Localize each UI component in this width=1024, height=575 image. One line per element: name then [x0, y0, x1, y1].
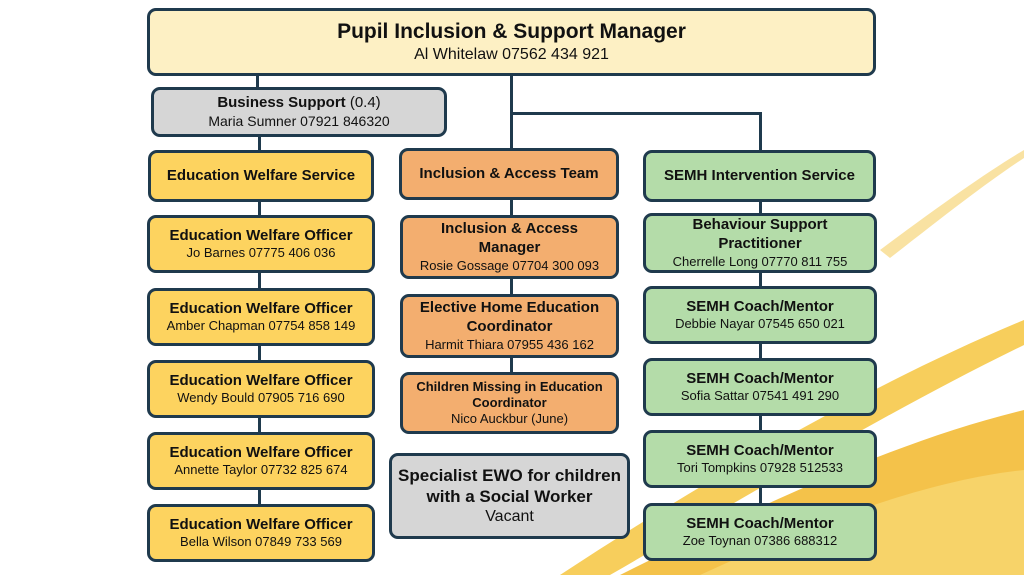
- manager-box: Pupil Inclusion & Support Manager Al Whi…: [147, 8, 876, 76]
- specialist-ewo-person: Vacant: [485, 508, 534, 526]
- semh-item: SEMH Coach/Mentor Sofia Sattar 07541 491…: [643, 358, 877, 416]
- connector-line: [759, 112, 762, 152]
- ews-item-title: Education Welfare Officer: [169, 299, 353, 317]
- semh-item-person: Tori Tompkins 07928 512533: [677, 460, 843, 476]
- connector-line: [510, 200, 513, 380]
- connector-line: [256, 74, 259, 90]
- business-support-heading: Business Support (0.4): [217, 94, 380, 113]
- connector-line: [258, 134, 261, 152]
- semh-item-person: Debbie Nayar 07545 650 021: [675, 316, 845, 332]
- manager-title: Pupil Inclusion & Support Manager: [337, 19, 686, 43]
- inclusion-item: Inclusion & Access Manager Rosie Gossage…: [400, 215, 619, 279]
- semh-item-title: SEMH Coach/Mentor: [686, 369, 834, 387]
- semh-item: SEMH Coach/Mentor Tori Tompkins 07928 51…: [643, 430, 877, 488]
- ews-item-person: Bella Wilson 07849 733 569: [180, 534, 342, 550]
- connector-line: [258, 200, 261, 510]
- inclusion-item-person: Rosie Gossage 07704 300 093: [419, 257, 600, 273]
- semh-item: SEMH Coach/Mentor Zoe Toynan 07386 68831…: [643, 503, 877, 561]
- inclusion-item-title: Inclusion & Access Manager: [441, 220, 578, 256]
- business-support-person: Maria Sumner 07921 846320: [208, 112, 390, 129]
- ews-item-person: Wendy Bould 07905 716 690: [177, 390, 345, 406]
- ews-item-title: Education Welfare Officer: [169, 443, 353, 461]
- semh-item-person: Zoe Toynan 07386 688312: [682, 533, 838, 549]
- ews-item: Education Welfare Officer Amber Chapman …: [147, 288, 375, 346]
- ews-header-label: Education Welfare Service: [166, 166, 356, 184]
- ews-item-person: Jo Barnes 07775 406 036: [186, 245, 336, 261]
- inclusion-item-person: Nico Auckbur (June): [450, 411, 569, 427]
- semh-item-person: Sofia Sattar 07541 491 290: [680, 388, 840, 404]
- inclusion-item-title: Children Missing in Education Coordinato…: [416, 378, 603, 410]
- ews-item: Education Welfare Officer Wendy Bould 07…: [147, 360, 375, 418]
- semh-item: Behaviour Support Practitioner Cherrelle…: [643, 213, 877, 273]
- inclusion-header: Inclusion & Access Team: [399, 148, 619, 200]
- inclusion-header-label: Inclusion & Access Team: [419, 164, 599, 182]
- ews-item-person: Amber Chapman 07754 858 149: [166, 318, 356, 334]
- business-support-fte: (0.4): [345, 93, 381, 111]
- specialist-ewo-title: Specialist EWO for children with a Socia…: [398, 465, 621, 506]
- inclusion-item-person: Harmit Thiara 07955 436 162: [425, 336, 594, 352]
- ews-item-title: Education Welfare Officer: [169, 515, 353, 533]
- business-support-title: Business Support: [217, 93, 346, 111]
- ews-item-title: Education Welfare Officer: [169, 371, 353, 389]
- inclusion-item: Elective Home Education Coordinator Harm…: [400, 294, 619, 358]
- business-support-box: Business Support (0.4) Maria Sumner 0792…: [151, 87, 447, 137]
- semh-item-title: SEMH Coach/Mentor: [686, 441, 834, 459]
- semh-item-title: Behaviour Support Practitioner: [692, 216, 828, 252]
- semh-item-title: SEMH Coach/Mentor: [686, 514, 834, 532]
- semh-header-label: SEMH Intervention Service: [664, 166, 855, 184]
- semh-item-person: Cherrelle Long 07770 811 755: [672, 253, 848, 269]
- semh-header: SEMH Intervention Service: [643, 150, 876, 202]
- manager-person: Al Whitelaw 07562 434 921: [414, 46, 609, 64]
- ews-header: Education Welfare Service: [148, 150, 374, 202]
- ews-item-title: Education Welfare Officer: [169, 226, 353, 244]
- inclusion-item-title: Elective Home Education Coordinator: [419, 299, 600, 335]
- connector-line: [512, 112, 760, 115]
- connector-line: [759, 200, 762, 510]
- semh-item-title: SEMH Coach/Mentor: [686, 297, 834, 315]
- ews-item: Education Welfare Officer Bella Wilson 0…: [147, 504, 375, 562]
- connector-line: [510, 74, 513, 152]
- specialist-ewo-box: Specialist EWO for children with a Socia…: [389, 453, 630, 539]
- ews-item: Education Welfare Officer Jo Barnes 0777…: [147, 215, 375, 273]
- ews-item-person: Annette Taylor 07732 825 674: [174, 462, 348, 478]
- inclusion-item: Children Missing in Education Coordinato…: [400, 372, 619, 434]
- ews-item: Education Welfare Officer Annette Taylor…: [147, 432, 375, 490]
- semh-item: SEMH Coach/Mentor Debbie Nayar 07545 650…: [643, 286, 877, 344]
